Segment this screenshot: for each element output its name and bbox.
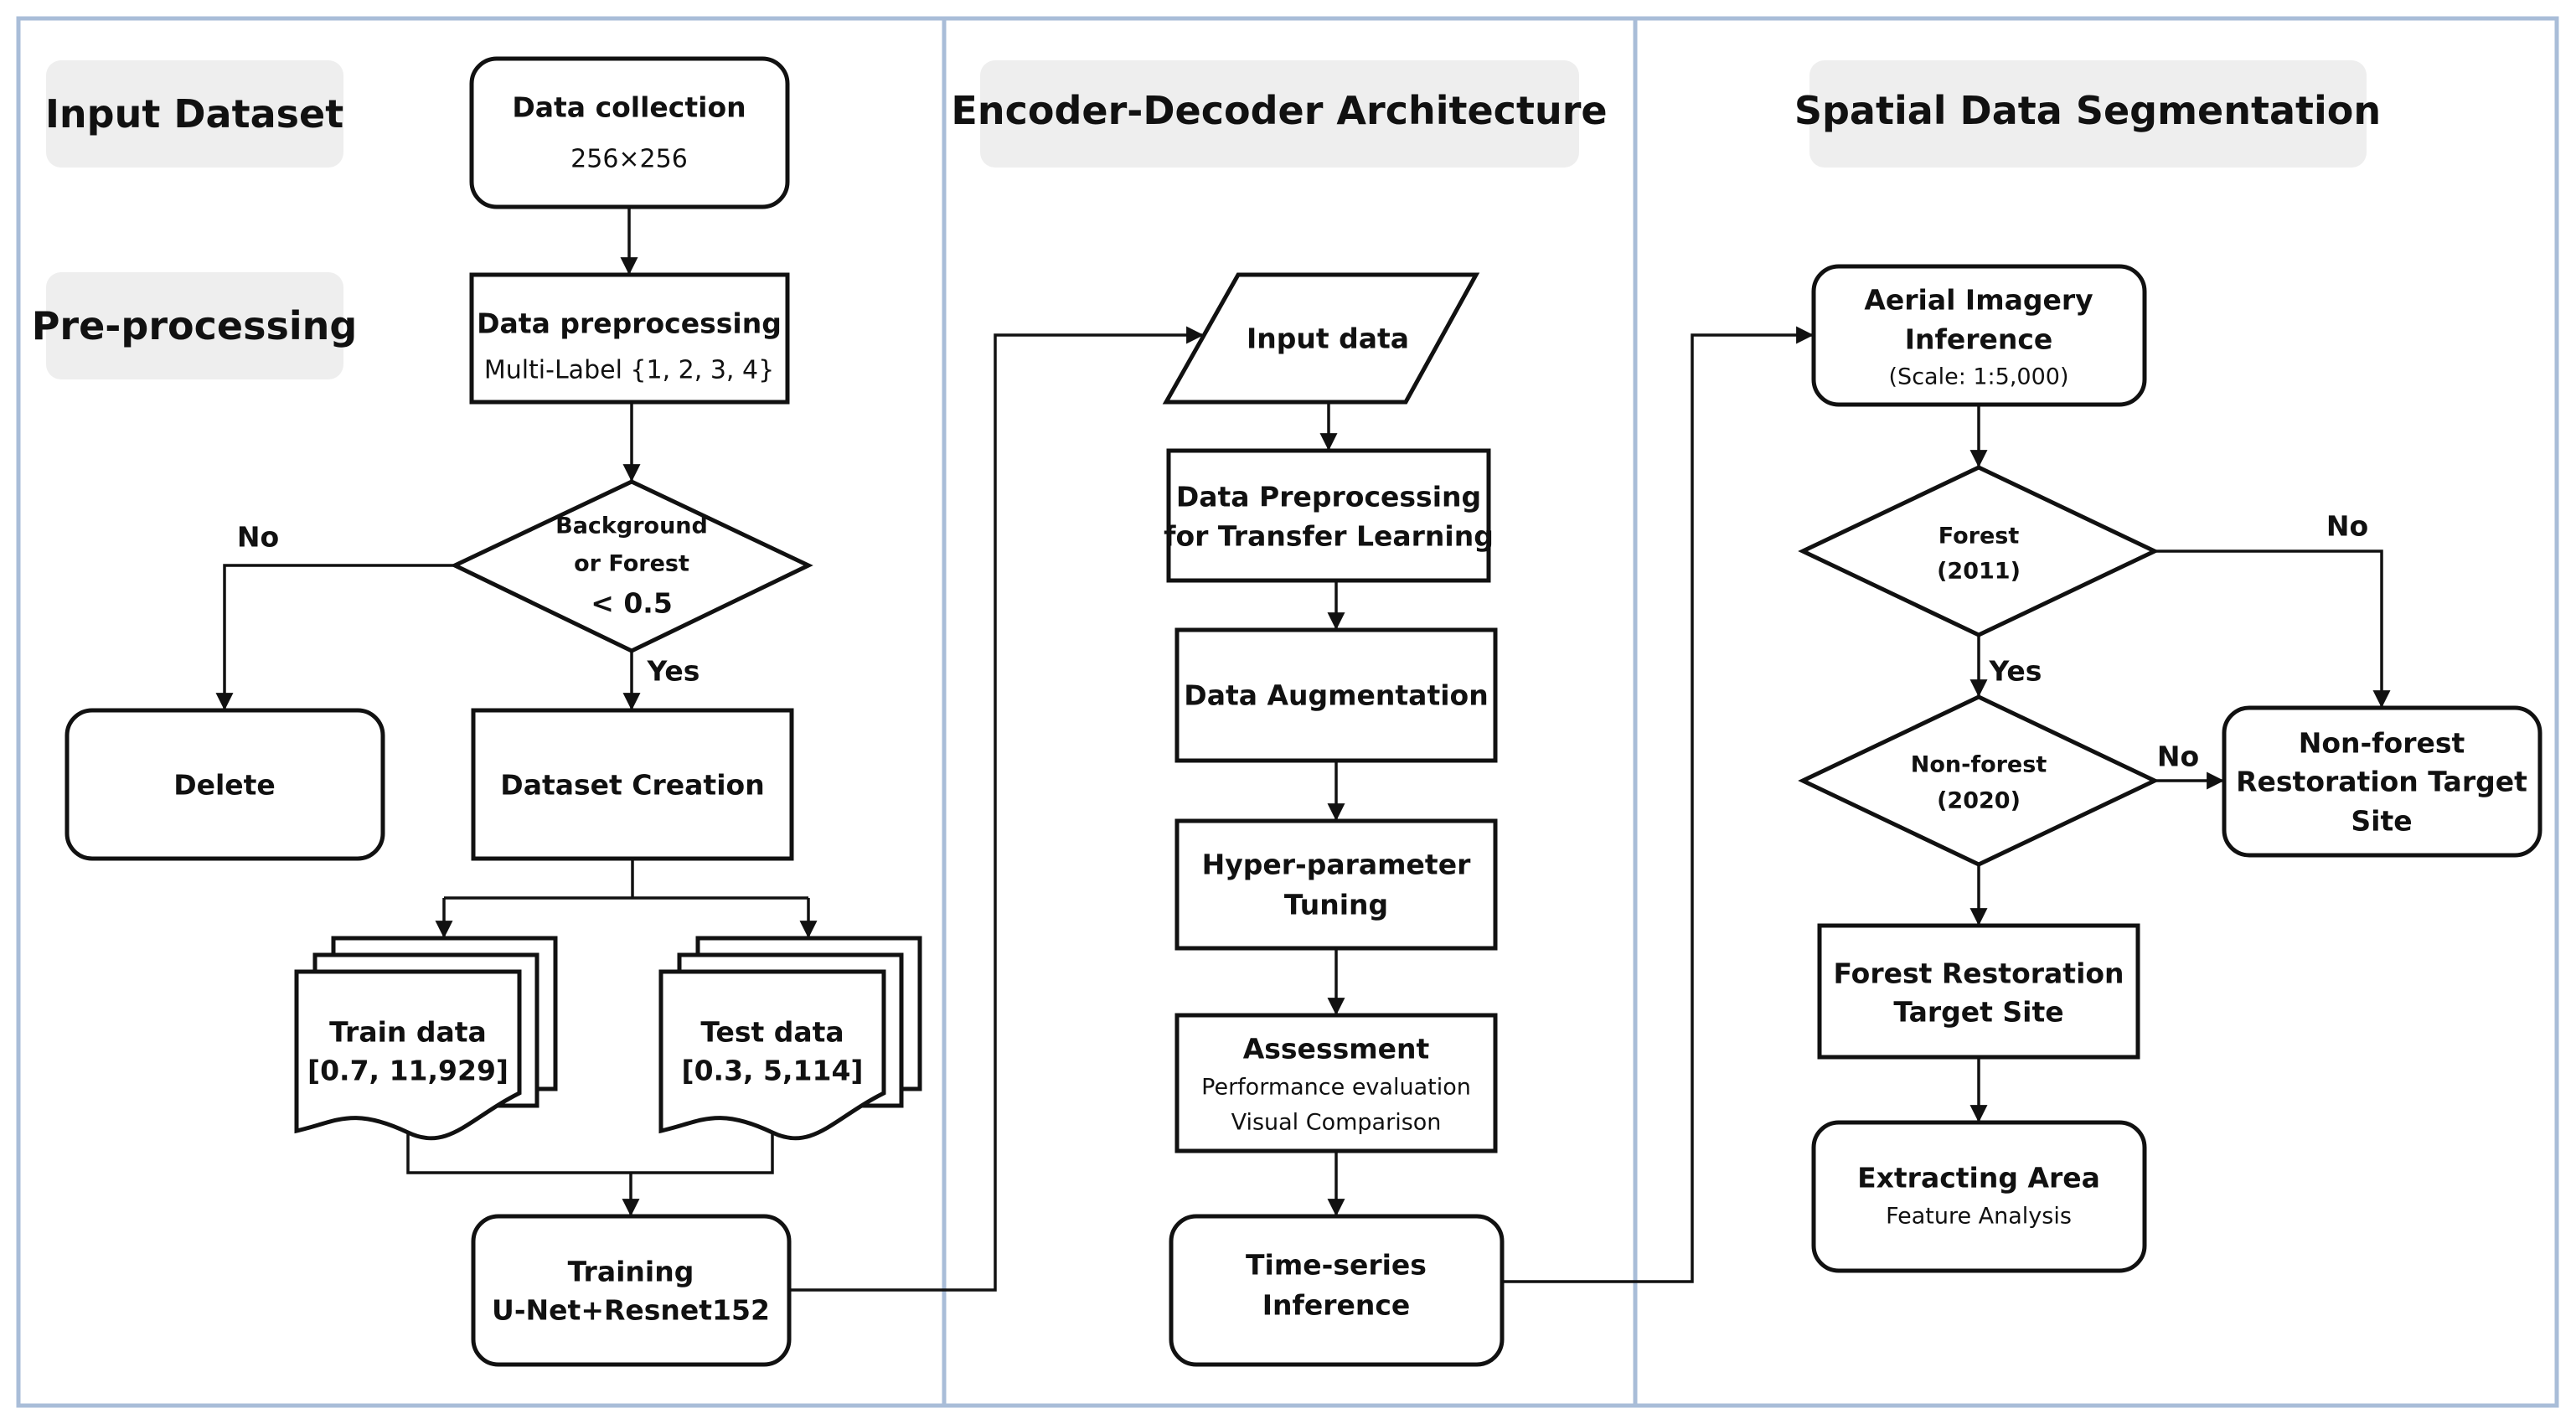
node-input-data: Input data <box>1162 272 1480 405</box>
header-input-dataset-label: Input Dataset <box>45 91 343 137</box>
hyper-parameter-line2: Tuning <box>1284 889 1388 921</box>
node-forest-2011: Forest (2011) <box>1798 465 2160 637</box>
panels <box>16 16 2559 1408</box>
train-data-line1: Train data <box>329 1016 487 1049</box>
data-preprocessing-detail: Multi-Label {1, 2, 3, 4} <box>484 356 774 385</box>
nonforest-2020-line1: Non-forest <box>1911 752 2047 778</box>
node-aerial-imagery: Aerial Imagery Inference (Scale: 1:5,000… <box>1811 264 2147 407</box>
node-test-data: Test data [0.3, 5,114] <box>658 936 922 1141</box>
forest-target-line1: Forest Restoration <box>1833 957 2124 990</box>
dataset-creation-label: Dataset Creation <box>500 769 764 802</box>
extracting-area-title: Extracting Area <box>1857 1162 2100 1194</box>
header-spatial-segmentation-label: Spatial Data Segmentation <box>1794 88 2381 133</box>
node-data-collection: Data collection 256×256 <box>469 56 790 209</box>
forest-target-line2: Target Site <box>1893 996 2063 1029</box>
data-collection-title: Data collection <box>512 91 746 124</box>
node-time-series: Time-series Inference <box>1169 1214 1505 1367</box>
time-series-line2: Inference <box>1262 1289 1411 1322</box>
nonforest-target-line1: Non-forest <box>2299 727 2465 760</box>
node-dataset-creation: Dataset Creation <box>471 708 794 861</box>
node-nonforest-target: Non-forest Restoration Target Site <box>2222 705 2542 858</box>
header-encoder-decoder: Encoder-Decoder Architecture <box>951 60 1608 168</box>
node-delete: Delete <box>65 708 385 861</box>
assessment-line1: Performance evaluation <box>1201 1075 1471 1101</box>
nonforest-2020-no-label: No <box>2157 740 2199 773</box>
header-encoder-decoder-label: Encoder-Decoder Architecture <box>951 88 1607 133</box>
node-assessment: Assessment Performance evaluation Visual… <box>1174 1013 1498 1153</box>
node-decision-background-forest: Background or Forest < 0.5 <box>450 479 813 653</box>
node-data-prep-transfer: Data Preprocessing for Transfer Learning <box>1164 448 1494 583</box>
time-series-line1: Time-series <box>1246 1249 1427 1282</box>
forest-2011-line1: Forest <box>1938 524 2020 549</box>
header-input-dataset: Input Dataset <box>45 60 343 168</box>
input-data-label: Input data <box>1247 322 1409 355</box>
header-pre-processing-label: Pre-processing <box>32 303 358 348</box>
connectors-col3 <box>1969 405 2391 1123</box>
header-spatial-segmentation: Spatial Data Segmentation <box>1794 60 2381 168</box>
forest-2011-no-label: No <box>2326 510 2368 543</box>
decision-yes-label: Yes <box>647 655 700 688</box>
node-data-preprocessing: Data preprocessing Multi-Label {1, 2, 3,… <box>469 272 790 405</box>
training-line2: U-Net+Resnet152 <box>492 1294 770 1327</box>
decision-no-label: No <box>237 521 279 554</box>
aerial-imagery-line1: Aerial Imagery <box>1864 284 2093 317</box>
header-pre-processing: Pre-processing <box>32 272 358 379</box>
connectors-col2 <box>1319 326 1815 1283</box>
aerial-imagery-detail: (Scale: 1:5,000) <box>1889 364 2069 390</box>
data-preprocessing-title: Data preprocessing <box>477 307 782 340</box>
node-hyper-parameter: Hyper-parameter Tuning <box>1174 818 1498 951</box>
node-data-augmentation: Data Augmentation <box>1174 627 1498 763</box>
assessment-line2: Visual Comparison <box>1231 1110 1442 1136</box>
nonforest-target-line3: Site <box>2351 805 2412 838</box>
nonforest-2020-line2: (2020) <box>1937 788 2021 814</box>
data-augmentation-label: Data Augmentation <box>1184 679 1488 712</box>
train-data-line2: [0.7, 11,929] <box>307 1055 508 1087</box>
data-collection-detail: 256×256 <box>570 145 688 174</box>
forest-2011-yes-label: Yes <box>1989 655 2042 688</box>
node-training: Training U-Net+Resnet152 <box>471 1214 792 1367</box>
extracting-area-detail: Feature Analysis <box>1886 1204 2072 1230</box>
test-data-line1: Test data <box>700 1016 844 1049</box>
hyper-parameter-line1: Hyper-parameter <box>1202 849 1471 881</box>
node-nonforest-2020: Non-forest (2020) <box>1798 694 2160 867</box>
node-train-data: Train data [0.7, 11,929] <box>294 936 558 1141</box>
node-extracting-area: Extracting Area Feature Analysis <box>1811 1120 2147 1273</box>
delete-label: Delete <box>173 769 276 802</box>
training-line1: Training <box>568 1256 694 1288</box>
assessment-title: Assessment <box>1243 1033 1430 1065</box>
aerial-imagery-line2: Inference <box>1905 323 2053 356</box>
data-prep-transfer-line2: for Transfer Learning <box>1164 520 1494 553</box>
forest-2011-line2: (2011) <box>1937 559 2021 585</box>
panel-segmentation <box>1633 16 2559 1408</box>
decision-line3: < 0.5 <box>591 587 673 620</box>
data-prep-transfer-line1: Data Preprocessing <box>1176 481 1481 513</box>
connectors-col1 <box>215 207 1205 1292</box>
decision-line1: Background <box>555 513 708 539</box>
decision-line2: or Forest <box>574 551 689 577</box>
test-data-line2: [0.3, 5,114] <box>681 1055 863 1087</box>
nonforest-target-line2: Restoration Target <box>2236 766 2527 798</box>
node-forest-target: Forest Restoration Target Site <box>1817 923 2140 1060</box>
